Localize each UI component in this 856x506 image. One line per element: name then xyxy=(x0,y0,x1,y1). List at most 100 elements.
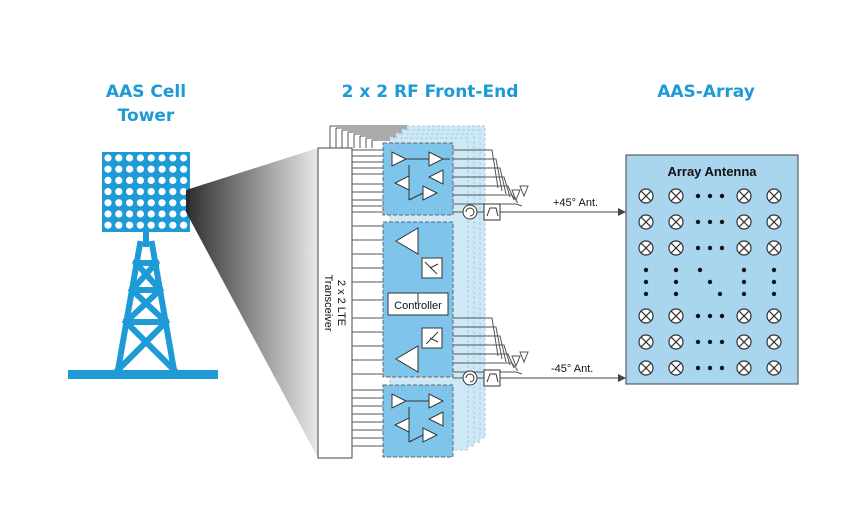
ellipsis-dot xyxy=(707,193,713,199)
ellipsis-dot xyxy=(695,245,701,251)
feed-line xyxy=(453,158,503,192)
feed-line xyxy=(453,203,523,207)
panel-dot xyxy=(180,199,188,207)
crossed-circle-icon xyxy=(668,334,684,350)
feed-antenna-icon xyxy=(511,189,521,202)
cell-tower-icon xyxy=(68,152,218,379)
antenna-panel xyxy=(102,152,190,232)
rf-switch-icon xyxy=(421,327,443,349)
ellipsis-dot xyxy=(707,245,713,251)
panel-dot xyxy=(158,188,166,196)
array-antenna-title: Array Antenna xyxy=(667,164,757,179)
ellipsis-dot xyxy=(707,339,713,345)
panel-dot xyxy=(158,210,166,218)
panel-dot xyxy=(126,154,134,162)
ellipsis-dot xyxy=(707,219,713,225)
beam-wedge xyxy=(186,148,318,458)
ellipsis-dot xyxy=(695,365,701,371)
rf-module-top xyxy=(382,142,454,216)
feed-line xyxy=(453,335,507,363)
ellipsis-dot xyxy=(741,291,747,297)
panel-dot xyxy=(115,210,123,218)
ant-minus-label: -45° Ant. xyxy=(551,363,593,375)
ellipsis-dot xyxy=(643,279,649,285)
ellipsis-dot xyxy=(719,245,725,251)
rf-module-bottom xyxy=(382,384,454,458)
panel-dot xyxy=(169,221,177,229)
feed-antenna-icon xyxy=(519,351,529,364)
ellipsis-dot xyxy=(695,339,701,345)
amplifier-icon xyxy=(427,411,444,427)
panel-dot xyxy=(104,199,112,207)
feed-antenna-icon xyxy=(511,355,521,368)
ellipsis-dot xyxy=(695,219,701,225)
panel-dot xyxy=(115,199,123,207)
panel-dot xyxy=(104,221,112,229)
transceiver-label-line2: Transceiver xyxy=(322,274,334,331)
panel-dot xyxy=(158,154,166,162)
crossed-circle-icon xyxy=(736,334,752,350)
crossed-circle-icon xyxy=(766,188,782,204)
ellipsis-dot xyxy=(643,291,649,297)
ellipsis-dot xyxy=(771,291,777,297)
panel-dot xyxy=(104,176,112,184)
panel-dot xyxy=(115,221,123,229)
array-antenna: Array Antenna xyxy=(625,154,799,385)
ellipsis-dot xyxy=(707,365,713,371)
panel-dot xyxy=(180,165,188,173)
ellipsis-dot xyxy=(719,193,725,199)
transceiver-box: 2 x 2 LTE Transceiver xyxy=(317,147,353,459)
feed-line xyxy=(453,317,499,357)
panel-dot xyxy=(115,188,123,196)
ellipsis-dot xyxy=(771,267,777,273)
panel-dot xyxy=(126,176,134,184)
ellipsis-dot xyxy=(697,267,703,273)
panel-dot xyxy=(169,188,177,196)
rf-module-middle: Controller xyxy=(382,221,454,378)
panel-dot xyxy=(158,199,166,207)
crossed-circle-icon xyxy=(736,188,752,204)
crossed-circle-icon xyxy=(638,188,654,204)
controller-label: Controller xyxy=(394,300,442,312)
crossed-circle-icon xyxy=(638,240,654,256)
ellipsis-dot xyxy=(673,267,679,273)
panel-dot xyxy=(136,210,144,218)
panel-dot xyxy=(147,154,155,162)
panel-dot xyxy=(147,165,155,173)
array-heading: AAS-Array xyxy=(657,82,755,102)
ellipsis-dot xyxy=(643,267,649,273)
panel-dot xyxy=(126,165,134,173)
bandpass-filter-icon xyxy=(483,203,501,221)
panel-dot xyxy=(136,165,144,173)
panel-dot xyxy=(136,221,144,229)
circulator-icon xyxy=(462,204,478,220)
crossed-circle-icon xyxy=(766,334,782,350)
panel-dot xyxy=(104,210,112,218)
crossed-circle-icon xyxy=(638,214,654,230)
panel-dot xyxy=(169,176,177,184)
panel-dot xyxy=(104,154,112,162)
ellipsis-dot xyxy=(741,267,747,273)
amplifier-icon xyxy=(391,393,408,409)
amplifier-icon xyxy=(395,227,419,255)
panel-dot xyxy=(126,210,134,218)
panel-dot xyxy=(169,154,177,162)
panel-dot xyxy=(126,199,134,207)
crossed-circle-icon xyxy=(668,214,684,230)
panel-dot xyxy=(104,188,112,196)
feed-line xyxy=(453,362,519,372)
ellipsis-dot xyxy=(719,365,725,371)
crossed-circle-icon xyxy=(638,308,654,324)
amplifier-icon xyxy=(391,151,408,167)
panel-dot xyxy=(136,176,144,184)
panel-dot xyxy=(115,176,123,184)
crossed-circle-icon xyxy=(638,360,654,376)
ellipsis-dot xyxy=(695,193,701,199)
panel-dot xyxy=(180,176,188,184)
panel-dot xyxy=(126,188,134,196)
panel-dot xyxy=(158,176,166,184)
crossed-circle-icon xyxy=(736,308,752,324)
ellipsis-dot xyxy=(695,313,701,319)
panel-dot xyxy=(180,210,188,218)
